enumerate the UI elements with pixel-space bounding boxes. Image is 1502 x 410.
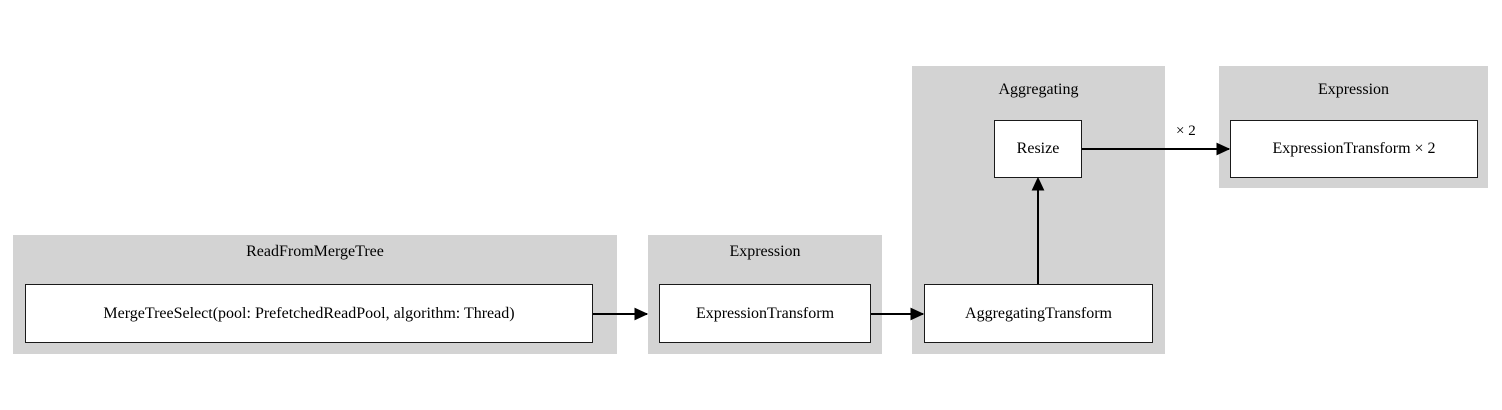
node-expression-transform-x2[interactable]: ExpressionTransform × 2 [1230,120,1478,178]
node-resize[interactable]: Resize [994,120,1082,178]
node-aggregating-transform[interactable]: AggregatingTransform [924,284,1153,343]
cluster-title-read-from-merge-tree: ReadFromMergeTree [246,243,384,260]
cluster-title-expression-1: Expression [729,243,801,260]
cluster-title-aggregating: Aggregating [998,81,1079,98]
edge-label-resize-to-expression2: × 2 [1176,123,1196,139]
node-merge-tree-select[interactable]: MergeTreeSelect(pool: PrefetchedReadPool… [25,284,593,343]
node-expression-transform[interactable]: ExpressionTransform [659,284,871,343]
cluster-title-expression-2: Expression [1317,81,1390,98]
